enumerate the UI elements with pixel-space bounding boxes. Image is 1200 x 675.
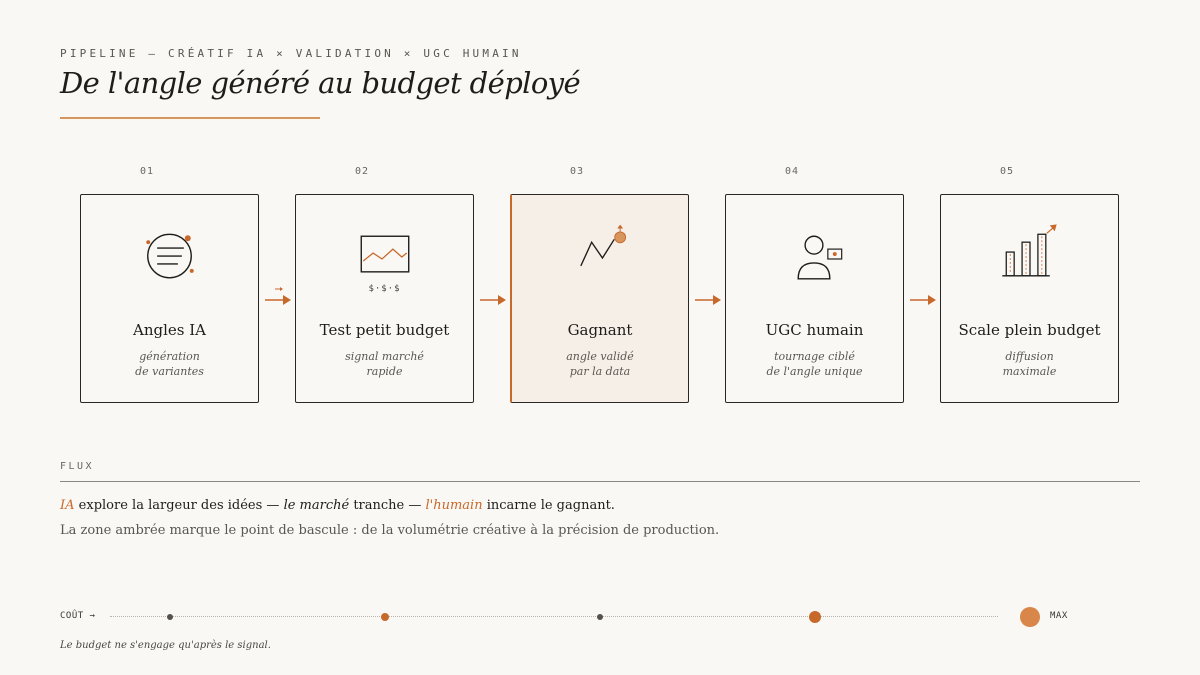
cost-dot [809, 611, 821, 623]
flux-explanation: La zone ambrée marque le point de bascul… [60, 523, 720, 538]
step-title: Scale plein budget [958, 321, 1101, 339]
bar-chart-growth-icon [1002, 224, 1057, 277]
step-number-3: 03 [570, 166, 585, 177]
cost-dot [167, 614, 173, 620]
winning-trend-icon [580, 224, 627, 267]
step-title: Test petit budget [319, 321, 450, 339]
flow-arrow-icon [265, 295, 291, 305]
step-number-4: 04 [785, 166, 800, 177]
flow-arrow-icon [480, 295, 506, 305]
cost-dot [381, 613, 389, 621]
step-number-2: 02 [355, 166, 370, 177]
tick-mark-icon [275, 287, 283, 291]
step-number-5: 05 [1000, 166, 1015, 177]
cost-label: COÛT → [60, 611, 96, 621]
step-number-1: 01 [140, 166, 155, 177]
creator-camera-icon [797, 235, 843, 280]
step-title: UGC humain [765, 321, 864, 339]
document-lines-icon [146, 233, 194, 279]
footnote: Le budget ne s'engage qu'après le signal… [60, 640, 271, 651]
cost-track [110, 616, 998, 617]
flux-summary: IA explore la largeur des idées — le mar… [60, 498, 615, 513]
title-underline [60, 117, 320, 119]
flow-arrow-icon [910, 295, 936, 305]
max-label: MAX [1050, 611, 1068, 621]
cost-dot [597, 614, 603, 620]
flow-arrow-icon [695, 295, 721, 305]
chart-window-icon [360, 235, 410, 273]
cost-dot [1020, 607, 1040, 627]
section-divider [60, 481, 1140, 482]
flux-label: FLUX [60, 461, 95, 472]
budget-marker: $·$·$ [368, 284, 401, 294]
step-title: Gagnant [567, 321, 633, 339]
step-title: Angles IA [133, 321, 206, 339]
eyebrow: PIPELINE — CRÉATIF IA × VALIDATION × UGC… [60, 47, 522, 60]
page-title: De l'angle généré au budget déployé [60, 66, 581, 100]
